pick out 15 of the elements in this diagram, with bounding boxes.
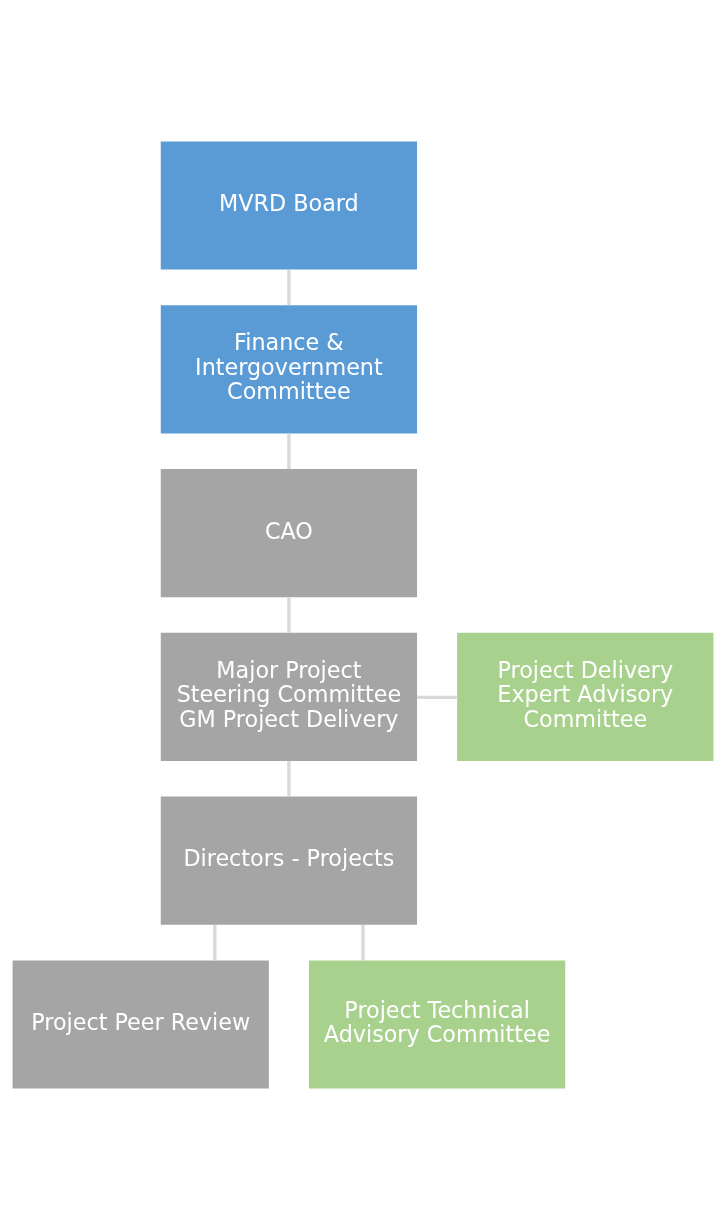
node-box: MVRD Board: [160, 141, 418, 270]
connector: [287, 597, 291, 633]
connector: [417, 695, 457, 700]
connector: [361, 924, 365, 961]
node-box: Major Project Steering Committee GM Project Delivery: [160, 632, 418, 761]
connector: [287, 761, 291, 797]
node-box: CAO: [160, 469, 418, 598]
node-box: Project Peer Review: [12, 960, 269, 1089]
connector: [213, 924, 217, 961]
node-box: Project Technical Advisory Committee: [308, 960, 566, 1089]
node-box: Directors - Projects: [160, 796, 418, 925]
node-box: Finance & Intergovernment Committee: [160, 305, 418, 434]
node-box: Project Delivery Expert Advisory Committee: [457, 632, 714, 761]
connector: [287, 433, 291, 470]
connector: [287, 269, 291, 306]
